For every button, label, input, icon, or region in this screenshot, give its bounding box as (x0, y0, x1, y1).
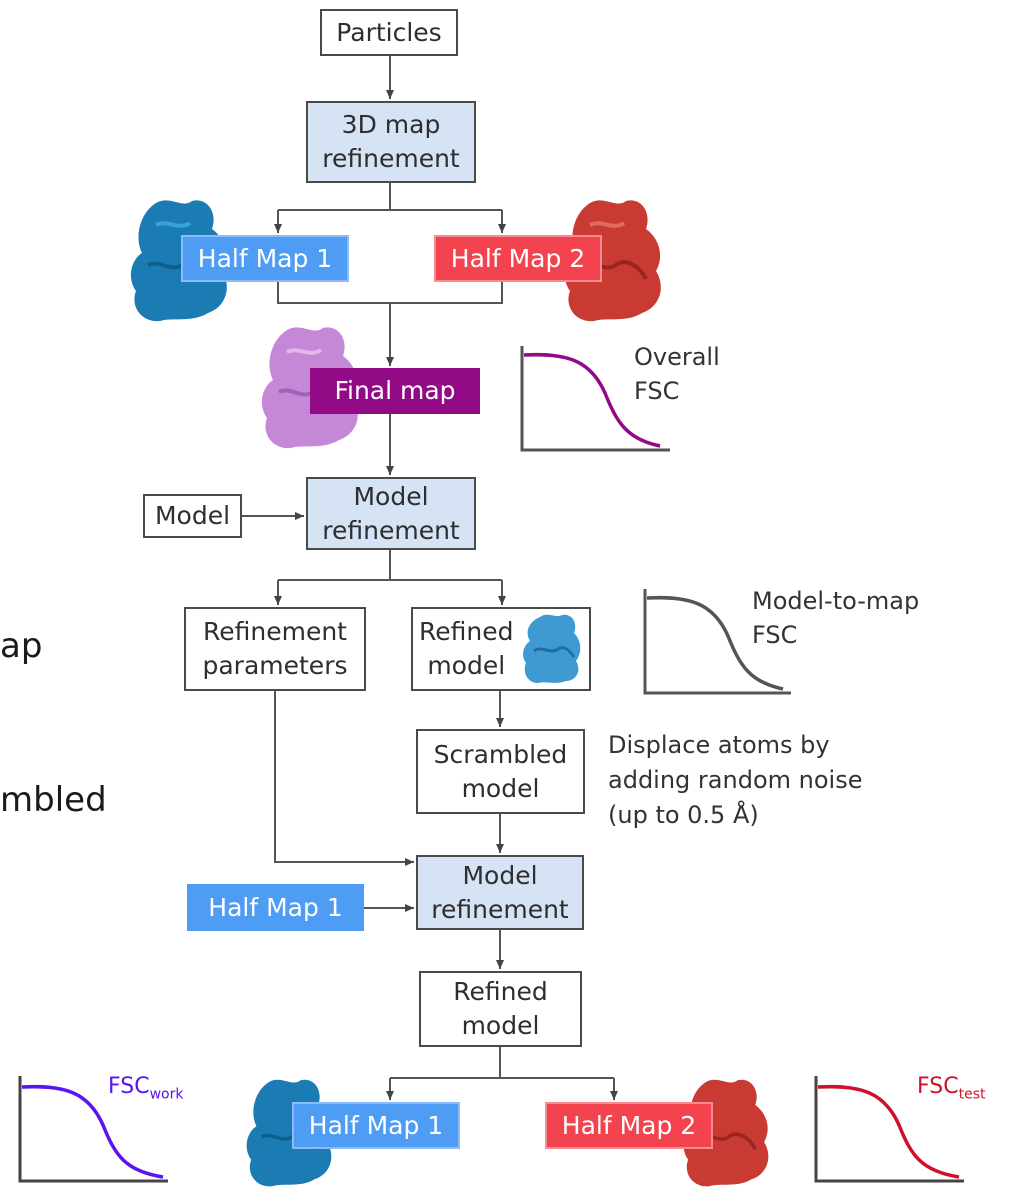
fsc-work-plot (18, 1076, 168, 1183)
map-refinement-box: 3D map refinement (306, 101, 476, 183)
fsc-work-label: FSCwork (108, 1074, 183, 1102)
half-map-1-bottom-box: Half Map 1 (292, 1102, 460, 1149)
half-map-1-box: Half Map 1 (181, 235, 349, 282)
fsc-work-subscript: work (149, 1086, 184, 1103)
refinement-parameters-box: Refinement parameters (184, 607, 366, 691)
particles-box: Particles (320, 9, 458, 56)
half-map-1-input-box: Half Map 1 (187, 884, 364, 931)
fsc-test-main: FSC (917, 1074, 959, 1099)
overall-fsc-label: Overall FSC (634, 343, 720, 405)
model-refinement-box: Model refinement (306, 477, 476, 550)
half-map-2-box: Half Map 2 (434, 235, 602, 282)
model-to-map-fsc-plot (643, 589, 791, 695)
scrambled-model-box: Scrambled model (416, 729, 585, 814)
model-refinement-2-box: Model refinement (416, 855, 584, 930)
model-to-map-fsc-label: Model-to-map FSC (752, 587, 920, 649)
fsc-test-label: FSCtest (917, 1074, 985, 1102)
displace-atoms-note: Displace atoms by adding random noise (u… (608, 731, 863, 829)
refined-model-icon (523, 614, 581, 683)
fsc-test-subscript: test (958, 1086, 986, 1103)
fsc-work-main: FSC (108, 1074, 150, 1099)
cropped-text-fragment: ap (0, 626, 43, 666)
cropped-text-fragment: mbled (0, 780, 107, 820)
overall-fsc-plot (520, 346, 670, 452)
refined-model-2-box: Refined model (419, 971, 582, 1047)
half-map-2-bottom-box: Half Map 2 (545, 1102, 713, 1149)
final-map-box: Final map (310, 368, 480, 414)
model-input-box: Model (143, 494, 242, 538)
fsc-test-plot (814, 1076, 964, 1183)
